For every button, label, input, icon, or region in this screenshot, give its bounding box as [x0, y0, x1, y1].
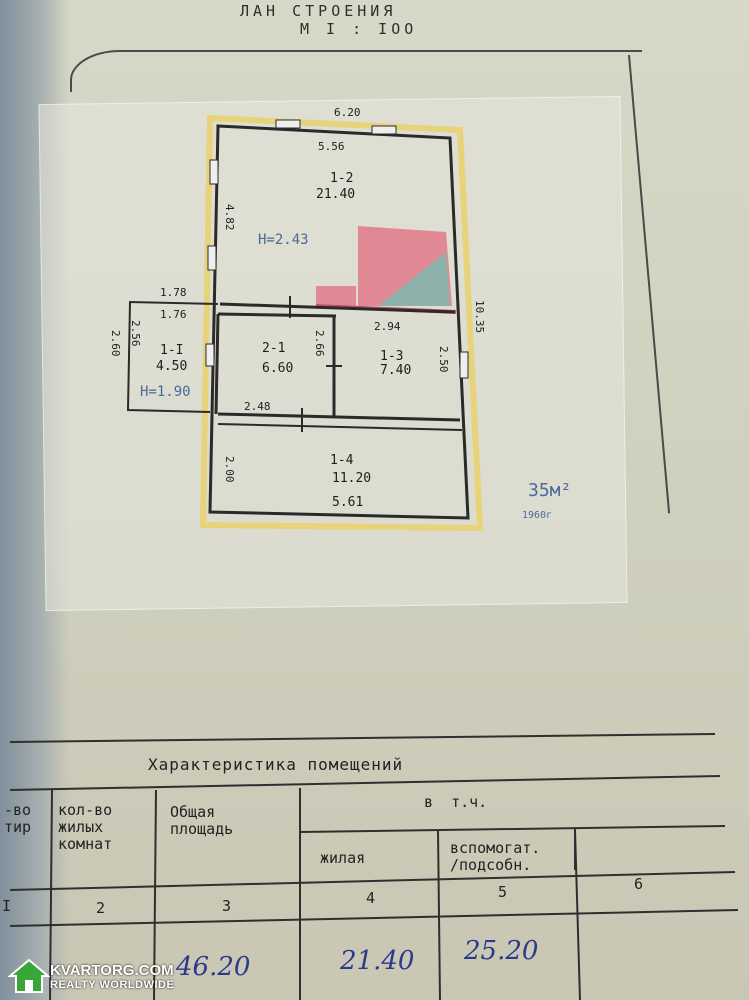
- table-grid: [9, 733, 739, 1000]
- handwritten-year: 1960г: [522, 510, 552, 521]
- window-top-left: [275, 119, 301, 129]
- living-area-value: 21.40: [340, 946, 415, 976]
- wall-lower-2: [217, 423, 463, 431]
- rooms-table: Характеристика помещений -во тир кол-во …: [0, 730, 749, 1000]
- header-col5: вспомогат. /подсобн.: [450, 839, 541, 874]
- room-id: 1-2: [330, 171, 353, 186]
- col-number: 5: [498, 883, 508, 901]
- dim-left: 4.82: [223, 204, 236, 231]
- header-col3: Общая площадь: [170, 803, 234, 838]
- house-logo-icon: [7, 958, 51, 994]
- dim-ext-top2: 1.76: [160, 308, 187, 321]
- window-porch: [205, 343, 215, 367]
- col-number: 6: [634, 875, 644, 893]
- dim-ext-left: 2.60: [109, 330, 122, 357]
- height-note: H=2.43: [258, 232, 309, 248]
- table-title: Характеристика помещений: [148, 755, 404, 774]
- wall-lower: [217, 412, 461, 422]
- col-number: I: [2, 897, 12, 915]
- dim-ext-top: 1.78: [160, 286, 187, 299]
- watermark: KVARTORG.COM REALTY WORLDWIDE: [7, 958, 174, 994]
- stair-zone-teal: [378, 252, 450, 306]
- dim-bottom-left: 2.48: [244, 400, 271, 413]
- header-col2: кол-во жилых комнат: [58, 801, 113, 853]
- room-id: 1-4: [330, 453, 354, 468]
- dim-ext-left2: 2.56: [129, 320, 142, 347]
- aux-area-value: 25.20: [464, 936, 539, 966]
- room-id: 1-I: [160, 343, 183, 358]
- header-group: в т.ч.: [424, 793, 488, 811]
- room-area: 7.40: [380, 363, 411, 378]
- header-col4: жилая: [320, 849, 366, 867]
- dim-right: 10.35: [473, 300, 486, 333]
- plan-title: ЛАН СТРОЕНИЯ: [240, 2, 397, 20]
- room-id: 2-1: [262, 341, 285, 356]
- header-col1: -во тир: [4, 801, 32, 836]
- plan-scale: M I : IOO: [300, 20, 418, 38]
- dim-room3-h: 2.50: [437, 346, 450, 373]
- total-area-value: 46.20: [176, 952, 251, 982]
- window-left-1: [209, 159, 219, 185]
- room-area: 4.50: [156, 359, 187, 374]
- frame-border: [70, 50, 642, 92]
- window-top-right: [371, 125, 397, 135]
- height-note-porch: H=1.90: [140, 384, 191, 400]
- col-number: 4: [366, 889, 376, 907]
- wall-mid: [219, 302, 456, 314]
- room-area: 6.60: [262, 361, 293, 376]
- watermark-line1: KVARTORG.COM: [50, 961, 174, 979]
- dim-mid-h: 2.66: [313, 330, 326, 357]
- room-area: 21.40: [316, 187, 355, 202]
- porch-outline: [126, 300, 219, 413]
- col-number: 3: [222, 897, 232, 915]
- wall-left-lower: [214, 313, 220, 415]
- watermark-line2: REALTY WORLDWIDE: [50, 978, 175, 991]
- dim-room4-h: 2.00: [223, 456, 236, 483]
- watermark-text: KVARTORG.COM REALTY WORLDWIDE: [50, 962, 174, 991]
- window-left-2: [207, 245, 217, 271]
- col-number: 2: [96, 899, 106, 917]
- stair-landing: [316, 286, 356, 308]
- room-area: 11.20: [332, 471, 371, 486]
- dim-top: 6.20: [334, 106, 361, 119]
- floor-plan: 6.20 5.56 4.82 10.35 1.78 1.76 2.60 2.56…: [109, 106, 571, 532]
- dim-top-inner: 5.56: [318, 140, 345, 153]
- room-id: 1-3: [380, 349, 403, 364]
- dim-mid-right: 2.94: [374, 320, 401, 333]
- window-right: [459, 351, 469, 379]
- dim-bottom: 5.61: [332, 495, 363, 510]
- wall-upper-rooms: [217, 312, 337, 318]
- handwritten-area: 35м²: [528, 480, 571, 501]
